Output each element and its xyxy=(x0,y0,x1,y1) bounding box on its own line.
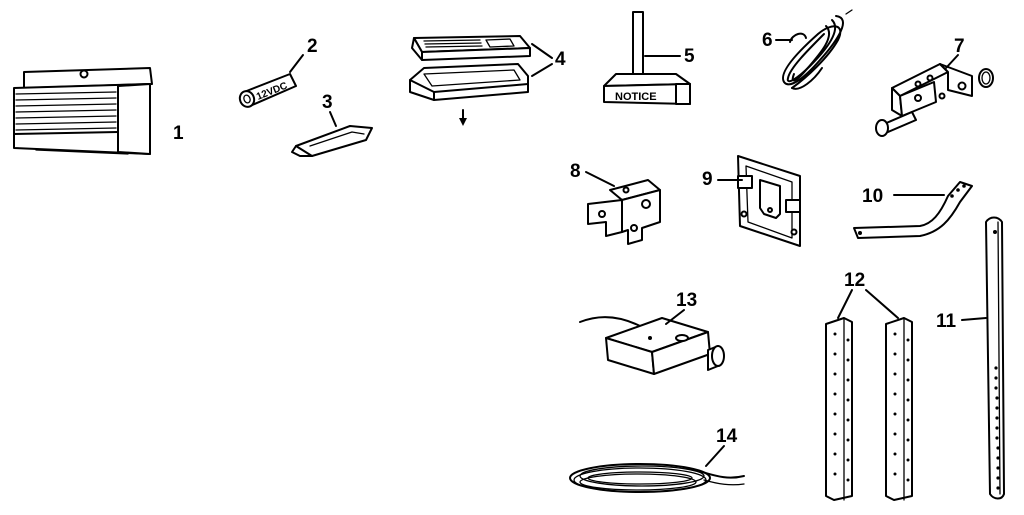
part-11-long-strap xyxy=(985,216,1005,500)
callout-12: 12 xyxy=(844,270,865,291)
part-1-light-lens xyxy=(13,67,153,155)
leader-8 xyxy=(585,171,615,187)
part-8-angle-bracket xyxy=(587,179,661,245)
callout-4: 4 xyxy=(555,49,566,70)
callout-6: 6 xyxy=(762,30,773,51)
part-5-notice-sign: NOTICE xyxy=(603,11,691,105)
callout-14: 14 xyxy=(716,426,738,447)
part-13-safety-sensor xyxy=(579,316,725,375)
leader-7 xyxy=(945,54,959,69)
leader-4b xyxy=(531,63,553,77)
callout-10: 10 xyxy=(862,186,883,207)
part-9-mounting-plate xyxy=(737,155,801,247)
part-3-visor-clip xyxy=(291,125,373,157)
part-10-bent-strap xyxy=(853,181,973,239)
part-14-wire-coil xyxy=(569,463,745,493)
part-2-battery: 12VDC xyxy=(238,73,297,108)
leader-3 xyxy=(329,111,337,127)
callout-5: 5 xyxy=(684,46,695,67)
leader-12a xyxy=(837,289,853,319)
callout-8: 8 xyxy=(570,161,581,182)
callout-11: 11 xyxy=(936,311,957,332)
callout-9: 9 xyxy=(702,169,713,190)
part-6-wire-coil xyxy=(782,9,853,90)
callout-1: 1 xyxy=(173,123,184,144)
part-7-bracket xyxy=(875,63,994,137)
leader-13 xyxy=(665,309,685,325)
part-12-angle-iron-right xyxy=(885,317,913,501)
leader-4a xyxy=(531,43,553,59)
callout-3: 3 xyxy=(322,92,333,113)
leader-11 xyxy=(961,317,987,321)
part-12-angle-iron-left xyxy=(825,317,853,501)
leader-14 xyxy=(705,445,725,467)
callout-7: 7 xyxy=(954,36,965,57)
leader-12b xyxy=(865,289,899,319)
callout-13: 13 xyxy=(676,290,697,311)
callout-2: 2 xyxy=(307,36,318,57)
sign-label: NOTICE xyxy=(615,91,657,103)
leader-2 xyxy=(289,54,304,73)
part-4-transmitter-case xyxy=(409,35,531,126)
